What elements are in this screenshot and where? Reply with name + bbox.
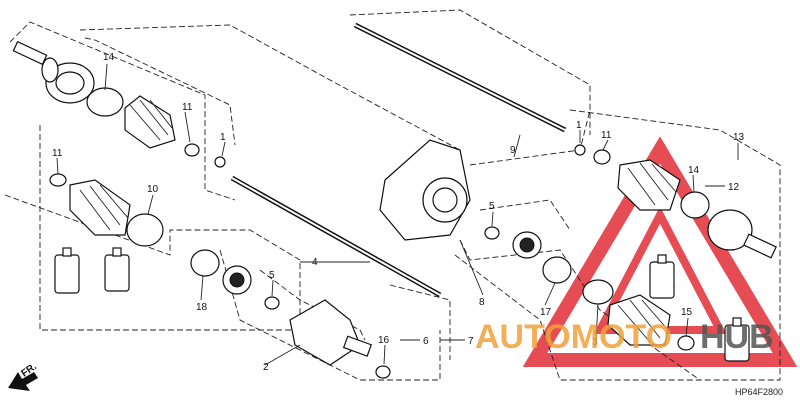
boot-lower-right xyxy=(607,294,671,346)
watermark-text-hub: HUB xyxy=(700,318,774,356)
snap-ring-1-right xyxy=(574,144,586,156)
inner-race-right xyxy=(512,231,542,259)
snap-ring-17 xyxy=(542,256,572,284)
boot-upper-left xyxy=(124,95,176,149)
band-11-lower xyxy=(49,173,67,187)
callout-5-right: 5 xyxy=(489,201,495,212)
snap-ring-1-left xyxy=(214,156,226,168)
callout-17: 17 xyxy=(540,307,552,318)
grease-bottle-left-2 xyxy=(104,247,130,292)
boot-lower-left xyxy=(69,179,131,236)
snap-ring-18 xyxy=(190,249,220,277)
grease-bottle-left-1 xyxy=(54,247,80,294)
callout-9: 9 xyxy=(510,145,516,156)
callout-14-left: 14 xyxy=(103,52,115,63)
callout-4: 4 xyxy=(312,257,318,268)
callout-3: 3 xyxy=(592,337,598,348)
band-lower-right xyxy=(677,335,695,351)
callout-12: 12 xyxy=(728,182,740,193)
callout-10: 10 xyxy=(147,184,159,195)
callout-8: 8 xyxy=(479,297,485,308)
callout-16: 16 xyxy=(378,335,390,346)
watermark-text: AUTOMOTO HUB xyxy=(475,318,774,356)
outer-cv-joint-left xyxy=(12,40,95,104)
watermark-triangle xyxy=(522,136,798,367)
callout-1-left: 1 xyxy=(220,132,226,143)
callout-labels: 14 11 1 11 10 18 5 4 2 16 6 7 8 9 1 5 17… xyxy=(52,52,745,373)
clip-5-right xyxy=(484,226,500,240)
inner-race-left xyxy=(222,265,252,295)
front-direction-indicator: FR. xyxy=(8,361,39,391)
inner-joint-housing xyxy=(289,299,373,366)
grease-bottle-right-2 xyxy=(724,317,750,362)
watermark-text-main: AUTOMOTO xyxy=(475,318,672,356)
callout-11-right: 11 xyxy=(601,130,612,141)
callout-7: 7 xyxy=(468,336,474,347)
boot-upper-right xyxy=(617,159,681,211)
callout-14-right: 14 xyxy=(688,165,700,176)
callout-6: 6 xyxy=(423,336,429,347)
band-11-right xyxy=(593,149,611,165)
ring-14-left xyxy=(86,87,124,117)
middle-shaft xyxy=(230,175,442,298)
callout-1-right: 1 xyxy=(576,120,582,131)
callout-13: 13 xyxy=(733,132,745,143)
differential-flange xyxy=(379,139,471,241)
ring-10 xyxy=(126,213,164,247)
ring-14-right xyxy=(680,191,710,219)
diagram-code: HP64F2800 xyxy=(735,387,783,397)
ring-lower-right xyxy=(582,279,614,305)
band-11-upper xyxy=(184,143,200,157)
callout-18: 18 xyxy=(196,302,208,313)
callout-11-lower: 11 xyxy=(52,148,63,159)
outer-cv-joint-right xyxy=(707,209,777,259)
leader-lines xyxy=(56,63,739,366)
ring-16 xyxy=(375,365,391,379)
callout-2: 2 xyxy=(263,362,269,373)
callout-5-left: 5 xyxy=(269,270,275,281)
clip-5-left xyxy=(264,296,280,310)
front-arrow-icon xyxy=(8,372,38,391)
callout-15: 15 xyxy=(681,307,693,318)
grease-bottle-right-1 xyxy=(649,254,675,299)
upper-shaft xyxy=(353,22,567,133)
callout-11-upper: 11 xyxy=(182,102,193,113)
